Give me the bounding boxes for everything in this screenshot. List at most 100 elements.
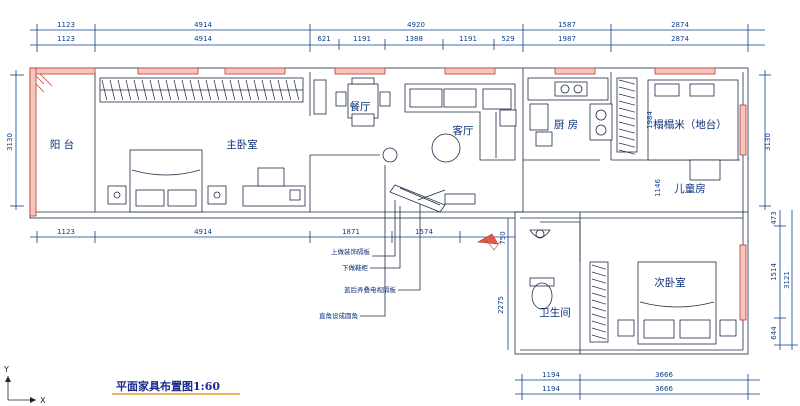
dim-right-seg3: 1514 — [770, 263, 778, 281]
windows — [29, 67, 747, 321]
dim-top2-tatami: 2874 — [671, 35, 689, 43]
axis-y-label: Y — [3, 365, 9, 374]
hanger-mark — [618, 86, 636, 92]
hanger-mark — [618, 107, 636, 113]
hanger-mark — [591, 334, 607, 340]
hanger-mark — [618, 135, 636, 141]
hanger-mark — [189, 79, 196, 101]
dim-top-living: 4920 — [407, 21, 425, 29]
dim-top2-master: 4914 — [194, 35, 212, 43]
hanger-mark — [229, 79, 236, 101]
drawing-title: 平面家具布置图1:60 — [116, 379, 220, 393]
hanger-mark — [277, 79, 284, 101]
bathroom-vertical-dimension: 750 2275 — [497, 215, 509, 350]
wardrobe-hangers — [101, 79, 300, 101]
hanger-mark — [221, 79, 228, 101]
hanger-mark — [591, 271, 607, 277]
hanger-mark — [591, 264, 607, 270]
room-second-bedroom: 次卧室 — [654, 276, 686, 289]
dim-top-tatami: 2874 — [671, 21, 689, 29]
room-dining: 餐厅 — [350, 100, 371, 113]
hanger-mark — [237, 79, 244, 101]
dim-bottom-bath: 1194 — [542, 371, 560, 379]
hanger-mark — [245, 79, 252, 101]
hanger-mark — [285, 79, 292, 101]
dim-bottom-balcony: 1123 — [57, 228, 75, 236]
hanger-mark — [591, 313, 607, 319]
dining-furniture — [313, 77, 398, 163]
room-living: 客厅 — [453, 124, 474, 137]
dim-bottom-seg2: 1574 — [415, 228, 433, 236]
second-wardrobe-hangers — [591, 264, 607, 340]
hanger-mark — [101, 79, 108, 101]
dim-top2-seg5: 529 — [501, 35, 514, 43]
dim-top-kitchen: 1587 — [558, 21, 576, 29]
hanger-mark — [618, 79, 636, 85]
note-round-corner: 直角设成圆角 — [319, 311, 358, 320]
master-bed — [107, 149, 227, 213]
note-tv-shelf: 蓝后弄叠电视隔板 — [344, 285, 397, 294]
dim-top2-seg4: 1191 — [459, 35, 477, 43]
tv-cabinet — [389, 184, 476, 213]
hanger-mark — [618, 93, 636, 99]
hanger-mark — [253, 79, 260, 101]
living-sofa — [404, 83, 517, 163]
left-dimension: 3130 — [6, 70, 24, 210]
dim-top2-balcony: 1123 — [57, 35, 75, 43]
master-wardrobe — [99, 77, 304, 103]
north-arrow-icon — [477, 233, 501, 251]
tatami-hangers — [618, 79, 636, 155]
hanger-mark — [261, 79, 268, 101]
hanger-mark — [141, 79, 148, 101]
hanger-mark — [591, 278, 607, 284]
dim-top2-kitchen: 1987 — [558, 35, 576, 43]
dim-right-seg4: 644 — [770, 326, 778, 340]
hanger-mark — [117, 79, 124, 101]
room-master-bedroom: 主卧室 — [226, 138, 258, 151]
hanger-mark — [293, 79, 300, 101]
hanger-mark — [591, 327, 607, 333]
bottom-left-dimension: 1123 4914 1871 1574 — [30, 228, 523, 243]
hanger-mark — [618, 149, 636, 155]
bottom-right-dimension: 1194 3666 1194 3666 — [515, 371, 760, 400]
hanger-mark — [173, 79, 180, 101]
dim-tatami-depth: 1984 — [646, 111, 654, 129]
note-shoe-cabinet: 下做鞋柜 — [342, 263, 369, 272]
hanger-mark — [618, 142, 636, 148]
hanger-mark — [591, 306, 607, 312]
right-dimension: 3130 473 1514 644 3121 — [759, 70, 798, 350]
hanger-mark — [591, 292, 607, 298]
hanger-mark — [591, 285, 607, 291]
hanger-mark — [197, 79, 204, 101]
bath-door — [540, 221, 581, 262]
dim-right-seg2: 473 — [770, 211, 778, 224]
kitchen-fixtures — [527, 77, 613, 147]
hanger-mark — [181, 79, 188, 101]
room-balcony: 阳 台 — [50, 138, 74, 151]
dim-bottom-master: 4914 — [194, 228, 212, 236]
hanger-mark — [109, 79, 116, 101]
hanger-mark — [269, 79, 276, 101]
dim-top-balcony: 1123 — [57, 21, 75, 29]
dim-right-upper: 3130 — [764, 133, 772, 151]
hanger-mark — [618, 100, 636, 106]
hanger-mark — [618, 121, 636, 127]
dim-top-master: 4914 — [194, 21, 212, 29]
hanger-mark — [149, 79, 156, 101]
dim-top2-seg2: 1191 — [353, 35, 371, 43]
bathroom-fixtures — [529, 229, 555, 310]
hanger-mark — [213, 79, 220, 101]
hanger-mark — [618, 114, 636, 120]
dim-bath-height: 2275 — [497, 296, 505, 314]
hanger-mark — [618, 128, 636, 134]
room-bathroom: 卫生间 — [539, 306, 571, 319]
dim-left-height: 3130 — [6, 133, 14, 151]
hanger-mark — [591, 299, 607, 305]
hanger-mark — [133, 79, 140, 101]
tatami-room — [616, 77, 739, 181]
dim-right-total: 3121 — [783, 271, 791, 289]
master-desk — [242, 167, 306, 207]
balcony-hatch — [35, 73, 53, 93]
ucs-axis-icon — [5, 376, 36, 403]
